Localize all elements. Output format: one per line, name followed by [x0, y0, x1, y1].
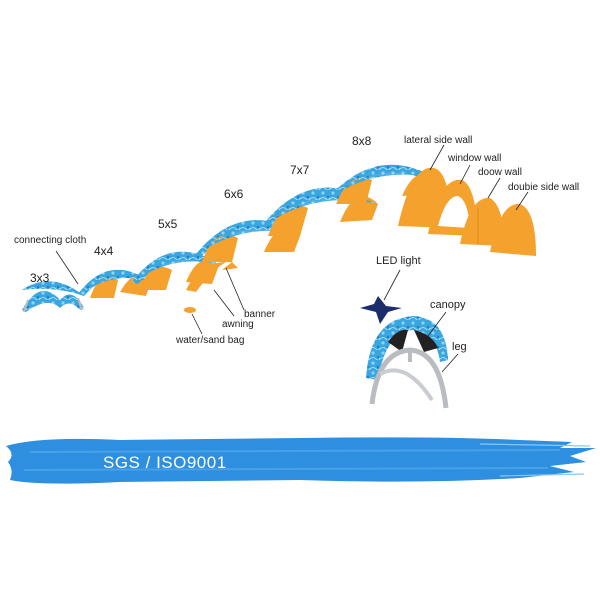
tent-4x4: [78, 269, 150, 298]
wall-door: [460, 197, 504, 246]
label-door-wall: doow wall: [478, 167, 522, 178]
label-awning: awning: [222, 319, 254, 330]
size-label-7x7: 7x7: [290, 163, 310, 177]
wall-double-side: [490, 203, 536, 256]
label-window-wall: window wall: [448, 153, 502, 164]
wall-window: [428, 179, 478, 236]
label-led-light: LED light: [376, 255, 421, 267]
size-label-6x6: 6x6: [224, 187, 244, 201]
size-label-8x8: 8x8: [352, 134, 372, 148]
leader-lines: [55, 144, 529, 373]
size-label-4x4: 4x4: [94, 244, 114, 258]
brush-banner: [6, 437, 596, 484]
label-lateral-side-wall: lateral side wall: [404, 135, 473, 146]
label-double-side-wall: doubie side wall: [508, 182, 580, 193]
label-canopy: canopy: [430, 299, 466, 311]
label-leg: leg: [452, 341, 467, 353]
size-label-5x5: 5x5: [158, 217, 178, 231]
label-water-sand-bag: water/sand bag: [176, 335, 245, 346]
tent-3x3: [22, 281, 84, 313]
label-banner: banner: [244, 309, 276, 320]
led-light: [360, 296, 402, 324]
awning-accessory: [184, 262, 238, 313]
canopy-and-legs: [366, 316, 449, 409]
size-label-3x3: 3x3: [30, 271, 50, 285]
certification-text: SGS / ISO9001: [103, 453, 227, 472]
label-connecting-cloth: connecting cloth: [14, 235, 87, 246]
